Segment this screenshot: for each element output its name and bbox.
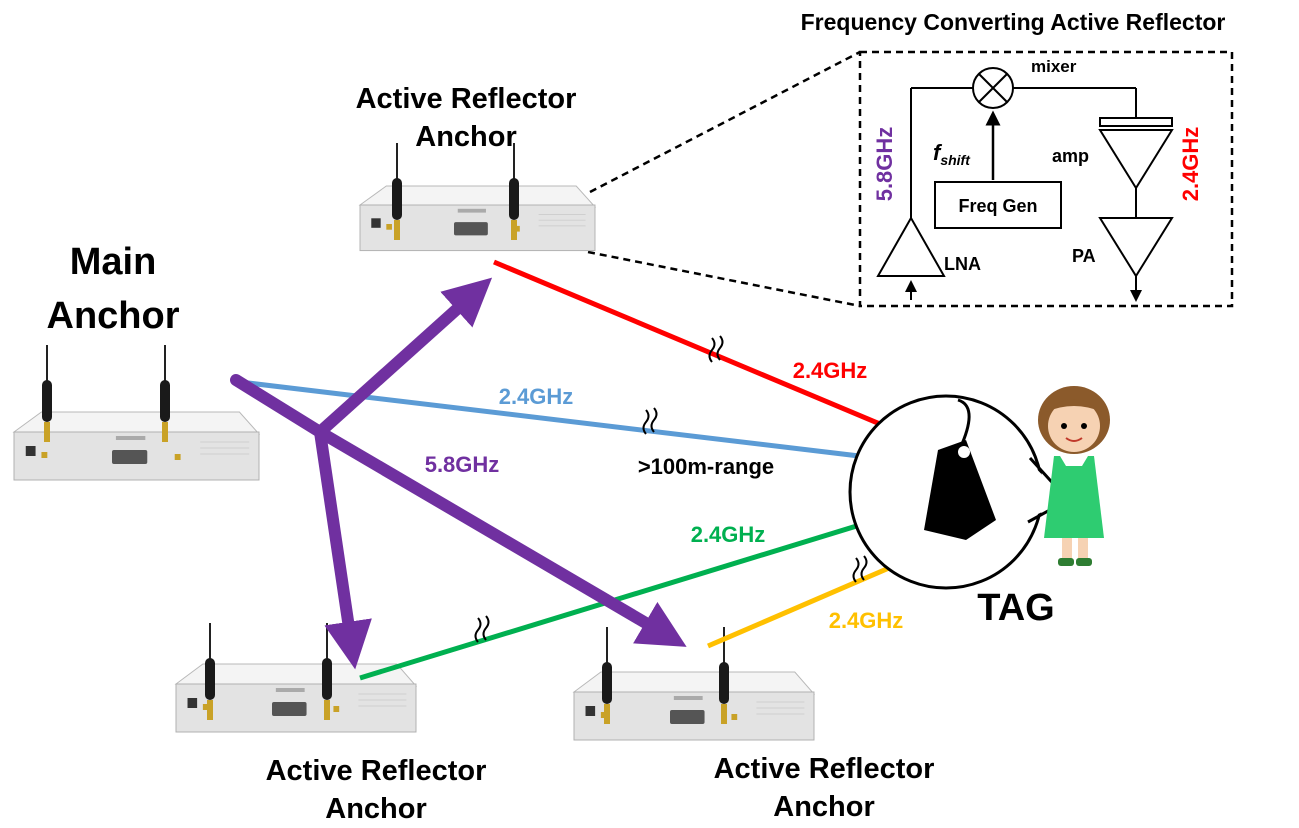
amp-amplifier-icon bbox=[1098, 129, 1174, 190]
green-signal-arrow bbox=[359, 497, 932, 681]
active-reflector-bl-device bbox=[175, 622, 417, 733]
inset-output-freq: 2.4GHz bbox=[1178, 127, 1203, 202]
tag-label: TAG bbox=[977, 587, 1054, 629]
wave-break-icon bbox=[474, 335, 868, 643]
girl-icon bbox=[1038, 386, 1110, 566]
main-anchor-device bbox=[13, 344, 260, 481]
freq-gen-label: Freq Gen bbox=[958, 196, 1037, 216]
radio-device-icon bbox=[13, 411, 260, 481]
inset-box bbox=[858, 50, 1234, 308]
active-reflector-br-device bbox=[573, 626, 815, 741]
lna-label: LNA bbox=[944, 254, 981, 274]
pa-label: PA bbox=[1072, 246, 1096, 266]
red-signal-arrow bbox=[493, 259, 940, 452]
ar-top-label-line2: Anchor bbox=[415, 121, 517, 153]
active-reflector-top-device bbox=[359, 142, 596, 252]
green-freq-label: 2.4GHz bbox=[691, 522, 766, 547]
lna-amplifier-icon bbox=[876, 215, 946, 277]
yellow-freq-label: 2.4GHz bbox=[829, 608, 904, 633]
inset-input-freq: 5.8GHz bbox=[872, 127, 897, 202]
purple-freq-label: 5.8GHz bbox=[425, 452, 500, 477]
blue-freq-label: 2.4GHz bbox=[499, 384, 574, 409]
range-label: >100m-range bbox=[638, 454, 774, 479]
main-anchor-label-line1: Main bbox=[70, 241, 157, 283]
callout-line-top bbox=[589, 50, 861, 194]
fshift-label: fshift bbox=[933, 140, 971, 168]
purple-5.8ghz-arrows bbox=[230, 277, 687, 670]
inset-title: Frequency Converting Active Reflector bbox=[801, 9, 1226, 35]
mixer-label: mixer bbox=[1031, 57, 1077, 76]
main-anchor-label-line2: Anchor bbox=[47, 295, 180, 337]
ar-br-label-line1: Active Reflector bbox=[714, 753, 935, 785]
pa-amplifier-icon bbox=[1098, 217, 1174, 278]
ar-bl-label-line2: Anchor bbox=[325, 793, 427, 825]
red-freq-label: 2.4GHz bbox=[793, 358, 868, 383]
ar-top-label-line1: Active Reflector bbox=[356, 83, 577, 115]
ar-br-label-line2: Anchor bbox=[773, 791, 875, 823]
ar-bl-label-line1: Active Reflector bbox=[266, 755, 487, 787]
inset-circuit bbox=[876, 67, 1174, 302]
callout-line-bottom bbox=[587, 250, 861, 308]
freq-gen-box bbox=[934, 181, 1062, 229]
amp-label: amp bbox=[1052, 146, 1089, 166]
tag-icon bbox=[924, 398, 996, 540]
